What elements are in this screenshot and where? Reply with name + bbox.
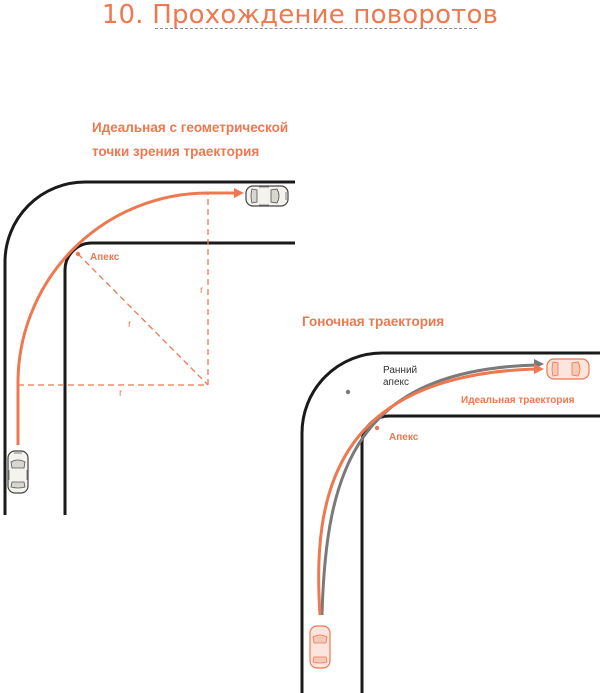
left-start-car	[7, 450, 29, 494]
right-apex-marker	[374, 425, 380, 431]
right-end-car	[546, 358, 590, 380]
left-road-inner-edge	[63, 241, 295, 515]
left-radius-label-horizontal: r	[119, 388, 123, 399]
left-apex-marker	[75, 251, 81, 257]
right-ideal-trajectory	[317, 367, 537, 616]
right-early-apex-label-line-1: Ранний	[383, 365, 417, 376]
left-radius-label-diagonal: r	[128, 319, 132, 330]
left-radius-construction	[18, 193, 209, 386]
right-road-outer-edge	[300, 351, 600, 693]
right-ideal-arrowhead	[534, 364, 544, 374]
right-early-apex-trajectory	[320, 363, 537, 616]
left-heading-line-1: Идеальная с геометрической	[92, 120, 289, 135]
left-trajectory-arrowhead	[234, 188, 244, 198]
left-apex-label: Апекс	[90, 252, 120, 263]
left-heading-line-2: точки зрения траектория	[92, 144, 260, 159]
left-radius-label-vertical: r	[200, 285, 204, 296]
right-apex-label: Апекс	[389, 432, 419, 443]
left-road-outer-edge	[3, 180, 295, 515]
right-road-inner-edge	[360, 414, 600, 693]
left-ideal-trajectory	[16, 191, 236, 445]
right-ideal-trajectory-label: Идеальная траектория	[461, 395, 575, 406]
title-divider	[155, 28, 477, 29]
right-start-car	[309, 625, 331, 669]
page-title: 10. Прохождение поворотов	[101, 0, 499, 30]
left-diagram-heading: Идеальная с геометрической точки зрения …	[92, 116, 288, 164]
left-end-car	[245, 185, 289, 207]
right-early-apex-marker	[345, 389, 351, 395]
right-diagram-heading: Гоночная траектория	[302, 314, 445, 329]
right-early-apex-label-line-2: апекс	[383, 377, 409, 388]
